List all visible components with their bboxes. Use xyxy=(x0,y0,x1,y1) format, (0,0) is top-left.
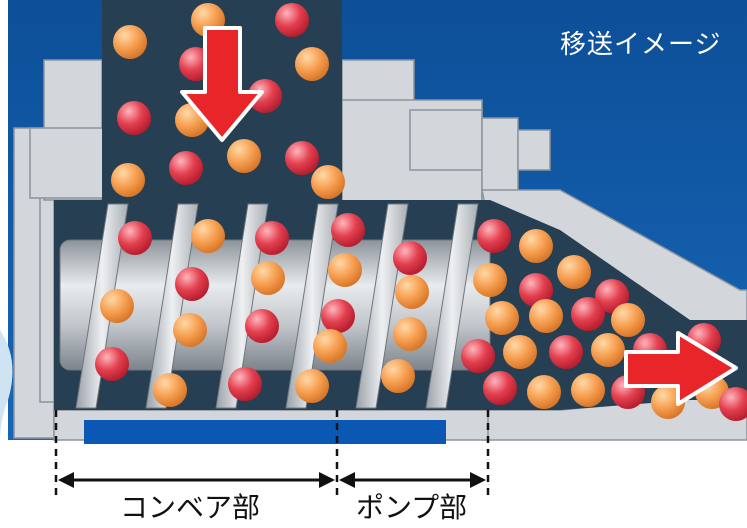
conveyor-section-label: コンベア部 xyxy=(120,491,261,524)
orange-particle xyxy=(227,139,261,173)
orange-particle xyxy=(485,301,519,335)
pink-particle xyxy=(719,387,747,421)
pink-particle xyxy=(175,267,209,301)
pink-particle xyxy=(393,241,427,275)
orange-particle xyxy=(519,229,553,263)
pink-particle xyxy=(477,219,511,253)
bottom-channel xyxy=(84,420,446,444)
pink-particle xyxy=(331,213,365,247)
diagram-title: 移送イメージ xyxy=(560,30,722,60)
screw-flight xyxy=(145,203,199,409)
pink-particle xyxy=(483,371,517,405)
orange-particle xyxy=(295,369,329,403)
pink-particle xyxy=(95,347,129,381)
orange-particle xyxy=(395,275,429,309)
orange-particle xyxy=(100,289,134,323)
pink-particle xyxy=(321,299,355,333)
orange-particle xyxy=(328,253,362,287)
dimension-guides xyxy=(54,410,490,500)
screw-flight xyxy=(425,203,479,409)
orange-particle xyxy=(571,373,605,407)
orange-particle xyxy=(191,219,225,253)
orange-particle xyxy=(591,333,625,367)
pink-particle xyxy=(519,273,553,307)
bottom-wave xyxy=(0,440,747,528)
orange-particle xyxy=(311,165,345,199)
pink-particle xyxy=(275,3,309,37)
pink-particle xyxy=(228,367,262,401)
orange-particle xyxy=(173,313,207,347)
left-wave-decoration xyxy=(0,330,13,440)
pink-particle xyxy=(285,141,319,175)
pink-particle xyxy=(118,221,152,255)
pink-particle xyxy=(255,221,289,255)
pink-particle xyxy=(595,279,629,313)
orange-particle xyxy=(153,373,187,407)
orange-particle xyxy=(393,317,427,351)
pink-particle xyxy=(248,79,282,113)
arrow-right-icon xyxy=(624,331,738,406)
orange-particle xyxy=(381,359,415,393)
pink-particle xyxy=(461,339,495,373)
orange-particle xyxy=(473,263,507,297)
orange-particle xyxy=(113,25,147,59)
arrow-down-icon xyxy=(180,26,264,142)
dimension-arrows xyxy=(58,472,486,488)
orange-particle xyxy=(295,47,329,81)
pink-particle xyxy=(549,335,583,369)
orange-particle xyxy=(529,299,563,333)
pink-particle xyxy=(117,101,151,135)
pump-section-label: ポンプ部 xyxy=(356,491,468,524)
orange-particle xyxy=(313,329,347,363)
orange-particle xyxy=(111,163,145,197)
screw-flight xyxy=(285,203,339,409)
pink-particle xyxy=(245,309,279,343)
pink-particle xyxy=(571,297,605,331)
orange-particle xyxy=(557,255,591,289)
orange-particle xyxy=(527,375,561,409)
screw-flight xyxy=(215,203,269,409)
pink-particle xyxy=(169,151,203,185)
orange-particle xyxy=(611,303,645,337)
orange-particle xyxy=(503,335,537,369)
orange-particle xyxy=(251,261,285,295)
